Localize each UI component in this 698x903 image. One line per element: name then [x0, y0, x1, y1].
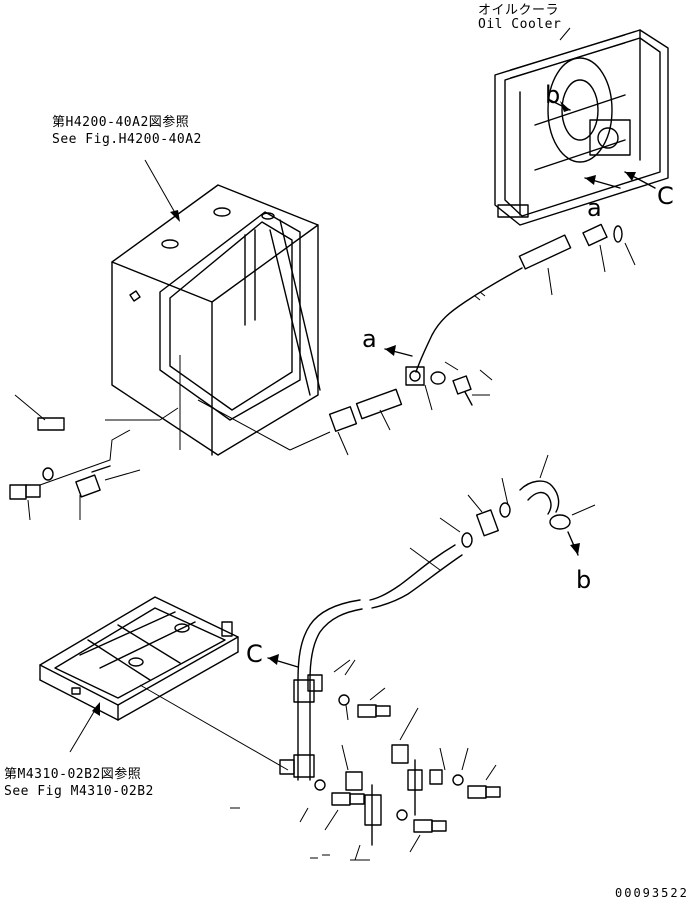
oil-cooler-label-en: Oil Cooler — [478, 17, 562, 32]
view-arrow-c-top: C — [657, 182, 674, 210]
fig-h4200-reference-en: See Fig.H4200-40A2 — [52, 132, 202, 147]
floor-frame — [39, 596, 299, 771]
pipe-clamp-set — [230, 659, 501, 861]
fig-m4310-reference-jp: 第M4310-02B2図参照 — [4, 767, 142, 782]
view-arrow-b-middle: b — [576, 566, 592, 594]
oil-cooler-assembly — [494, 27, 669, 226]
connector-tube — [328, 388, 403, 456]
oil-cooler-label-jp: オイルクーラ — [478, 3, 560, 18]
fig-h4200-reference-jp: 第H4200-40A2図参照 — [52, 115, 190, 130]
fig-m4310-reference-en: See Fig M4310-02B2 — [4, 784, 154, 799]
view-arrow-a-top: a — [587, 194, 602, 222]
view-arrow-b-top: b — [545, 81, 561, 109]
elbow-hose-section — [439, 454, 596, 556]
view-arrow-a-middle: a — [362, 325, 377, 353]
view-arrow-c-middle: C — [246, 640, 263, 668]
main-pipe — [293, 544, 463, 781]
label-plate-and-bolt — [9, 394, 141, 521]
drawing-number: 00093522 — [615, 886, 689, 900]
clamp-bolt-set-middle — [384, 345, 493, 411]
tank-cover — [105, 159, 331, 456]
cooler-hose — [415, 223, 636, 373]
